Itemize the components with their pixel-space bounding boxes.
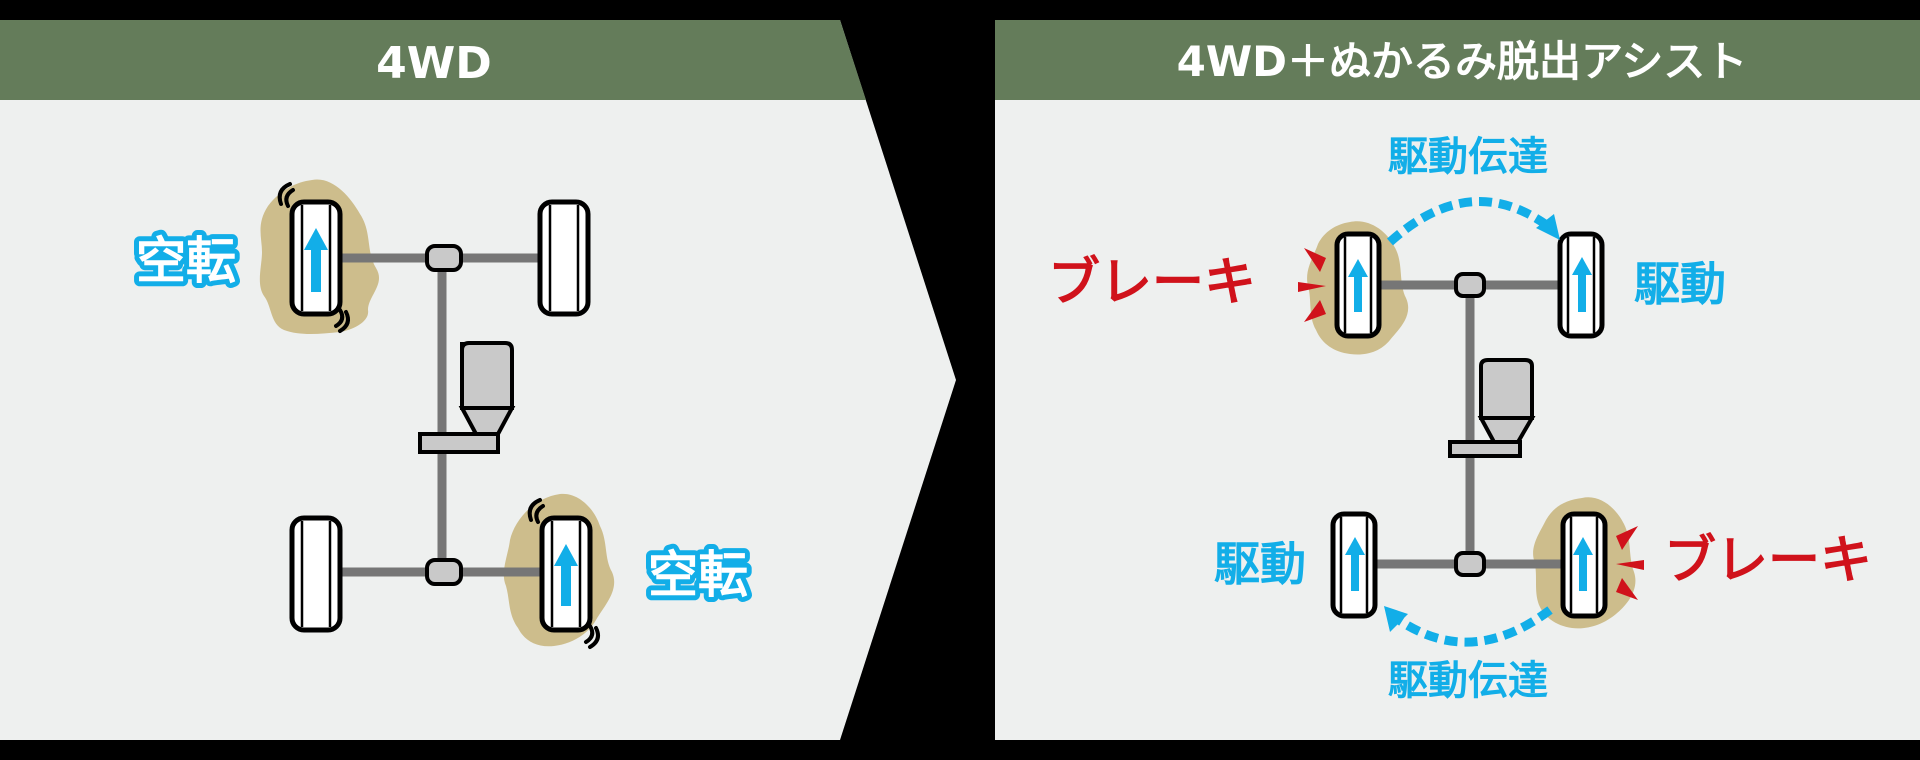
differential-icon (1454, 551, 1486, 577)
panel-title-4wd: 4WD (376, 38, 492, 89)
drivetrain-left (259, 179, 615, 649)
spin-mark-icon (584, 624, 600, 649)
up-arrow-icon (1572, 257, 1592, 312)
label-spin-rear-right: 空転 (648, 546, 748, 604)
up-arrow-icon (1573, 537, 1593, 591)
differential-icon (425, 244, 463, 272)
tire-front-right (537, 199, 591, 317)
panel-header-4wd (0, 20, 866, 100)
tire-rear-right (527, 498, 600, 649)
dashed-transfer-arrow-icon (1384, 606, 1553, 647)
label-brake-front-left: ブレーキ (1048, 253, 1256, 313)
tire-rear-left (289, 515, 343, 633)
up-arrow-icon (1345, 537, 1365, 591)
spin-mark-icon (527, 498, 545, 524)
up-arrow-icon (554, 544, 578, 606)
panel-4wd: 4WD (0, 20, 956, 740)
tire-front-left (1334, 231, 1382, 339)
tire-front-right (1557, 231, 1605, 339)
label-spin-front-left: 空転 (136, 232, 236, 290)
up-arrow-icon (304, 228, 328, 292)
tire-rear-right (1560, 511, 1608, 619)
engine-icon (418, 341, 516, 454)
differential-icon (425, 558, 463, 586)
differential-icon (1454, 272, 1486, 298)
panel-header-assist (995, 20, 1920, 100)
label-transfer-top: 駆動伝達 (1388, 134, 1548, 180)
drivetrain-right (1298, 197, 1644, 647)
panel-4wd-mud-assist: 4WD＋ぬかるみ脱出アシスト (995, 20, 1920, 740)
brake-wedge-icon (1298, 248, 1326, 322)
label-drive-front-right: 駆動 (1634, 257, 1726, 311)
brake-wedge-icon (1616, 526, 1644, 600)
dashed-transfer-arrow-icon (1386, 197, 1560, 246)
engine-icon (1448, 358, 1536, 458)
up-arrow-icon (1348, 259, 1368, 312)
tire-rear-left (1330, 511, 1378, 619)
label-drive-rear-left: 駆動 (1214, 537, 1306, 591)
panel-title-assist: 4WD＋ぬかるみ脱出アシスト (1177, 37, 1748, 86)
panel-body (995, 20, 1920, 740)
label-brake-rear-right: ブレーキ (1664, 531, 1872, 591)
spin-mark-icon (334, 308, 350, 333)
spin-mark-icon (277, 182, 295, 208)
label-transfer-bottom: 駆動伝達 (1388, 658, 1548, 704)
tire-front-left (277, 182, 350, 333)
